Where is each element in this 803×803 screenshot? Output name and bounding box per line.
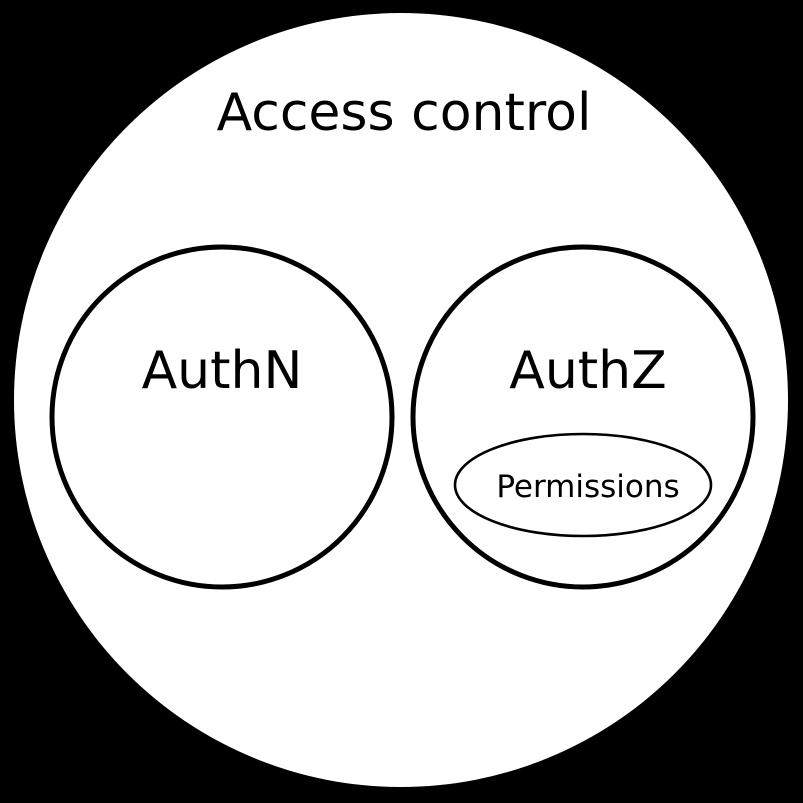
label-authz: AuthZ [509,341,667,401]
set-circle-access-control[interactable] [14,13,788,787]
label-permissions: Permissions [496,469,679,505]
label-authn: AuthN [142,341,303,401]
label-access-control: Access control [217,83,592,143]
set-ellipse-permissions[interactable] [453,432,713,538]
set-circle-authn[interactable] [49,244,395,590]
